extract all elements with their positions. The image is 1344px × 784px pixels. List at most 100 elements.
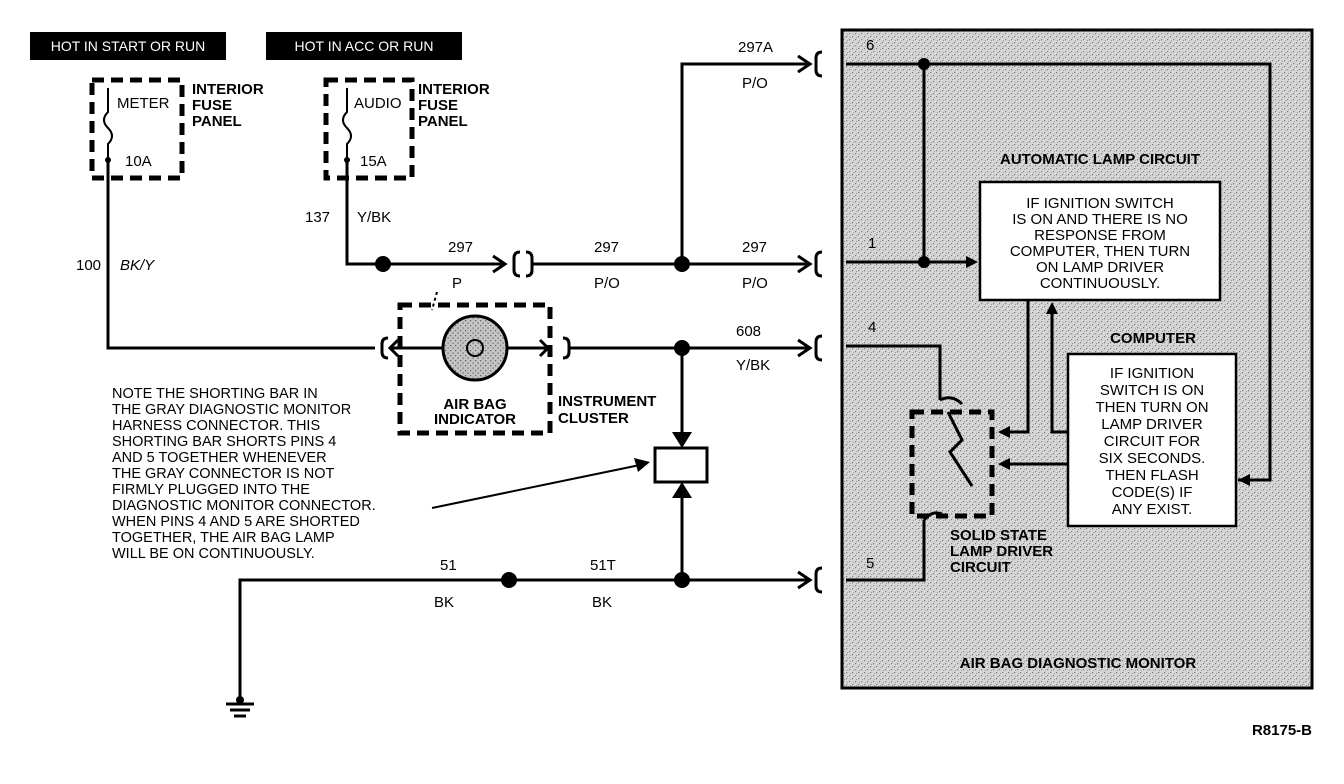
lamp-driver-box (909, 409, 995, 519)
monitor-wire-pin4 (846, 344, 942, 400)
driver-label-2: LAMP DRIVER (950, 543, 1053, 560)
power-tag-acc-run: HOT IN ACC OR RUN (266, 32, 462, 60)
air-bag-indicator: AIR BAG INDICATOR (387, 302, 553, 436)
wire-608: 608 Y/BK (569, 323, 813, 374)
wire-297-mid-circuit: 297 (594, 239, 619, 256)
fuse-panel-label-1-line-1: INTERIOR (192, 81, 264, 98)
note-arrow (431, 458, 650, 509)
wire-608-circuit: 608 (736, 323, 761, 340)
wire-297-mid-color: P/O (594, 275, 620, 292)
wire-297-p-circuit: 297 (448, 239, 473, 256)
pin-6-label: 6 (866, 37, 874, 54)
computer-line-3: THEN TURN ON (1095, 399, 1208, 416)
connector-cluster-right (562, 336, 571, 360)
wire-51-circuit: 51 (440, 557, 457, 574)
auto-lamp-line-4: COMPUTER, THEN TURN (1010, 243, 1190, 260)
auto-lamp-line-6: CONTINUOUSLY. (1040, 275, 1160, 292)
ground-icon (226, 696, 254, 718)
fuse-meter-rating: 10A (125, 153, 152, 170)
splice-51 (501, 572, 517, 588)
splice-51t (674, 572, 690, 588)
wire-137-circuit: 137 (305, 209, 330, 226)
note-line-4: SHORTING BAR SHORTS PINS 4 (112, 434, 336, 450)
computer-title: COMPUTER (1110, 330, 1196, 347)
wire-297-right-circuit: 297 (742, 239, 767, 256)
fuse-panel-label-1: INTERIOR FUSE PANEL (192, 81, 264, 130)
connector-pin5 (814, 566, 823, 594)
note-line-5: AND 5 TOGETHER WHENEVER (112, 450, 327, 466)
wire-100: 100 BK/Y (76, 157, 375, 350)
power-tag-start-run: HOT IN START OR RUN (30, 32, 226, 60)
fuse-panel-label-1-line-3: PANEL (192, 113, 242, 130)
monitor-title: AIR BAG DIAGNOSTIC MONITOR (960, 655, 1197, 672)
wire-297a-color: P/O (742, 75, 768, 92)
monitor-wire-pin5 (846, 520, 926, 582)
wire-297a: 297A P/O (680, 39, 813, 264)
auto-lamp-line-5: ON LAMP DRIVER (1036, 259, 1164, 276)
indicator-leader (431, 291, 438, 311)
pin-5-label: 5 (866, 555, 874, 572)
computer-line-9: ANY EXIST. (1112, 501, 1193, 518)
fuse-panel-label-2-line-3: PANEL (418, 113, 468, 130)
auto-lamp-line-3: RESPONSE FROM (1034, 227, 1166, 244)
fuse-meter-name: METER (117, 95, 170, 112)
monitor-connectors (814, 50, 823, 594)
note-line-1: NOTE THE SHORTING BAR IN (112, 386, 318, 402)
connector-297 (512, 250, 534, 278)
fuse-meter-element (103, 88, 113, 160)
lamp-driver-bottom (922, 511, 943, 521)
lamp-driver-top (939, 396, 964, 406)
connector-pin1 (814, 250, 823, 278)
note-line-10: TOGETHER, THE AIR BAG LAMP (112, 530, 335, 546)
indicator-line-1: AIR BAG (443, 396, 506, 413)
auto-lamp-box (978, 180, 1222, 302)
fuse-panel-label-2-line-1: INTERIOR (418, 81, 490, 98)
lamp-driver-switch-icon (946, 411, 974, 487)
computer-line-6: SIX SECONDS. (1099, 450, 1206, 467)
note-line-8: DIAGNOSTIC MONITOR CONNECTOR. (112, 498, 376, 514)
fuse-panel-label-2: INTERIOR FUSE PANEL (418, 81, 490, 130)
note-line-2: THE GRAY DIAGNOSTIC MONITOR (112, 402, 351, 418)
wire-297-p-color: P (452, 275, 462, 292)
auto-lamp-line-1: IF IGNITION SWITCH (1026, 195, 1174, 212)
fuse-meter: METER 10A (89, 77, 185, 181)
note-line-9: WHEN PINS 4 AND 5 ARE SHORTED (112, 514, 360, 530)
shorting-bar-box (653, 446, 709, 484)
splice-137 (375, 256, 391, 272)
wire-297-po: 297 P/O 297 P/O (532, 239, 813, 292)
wire-51: 51 BK 51T BK (238, 557, 813, 700)
driver-label-1: SOLID STATE (950, 527, 1047, 544)
wire-51-color: BK (434, 594, 454, 611)
monitor-wire-auto-driver (1008, 300, 1030, 434)
shorting-bar (653, 348, 709, 580)
wire-100-color: BK/Y (120, 257, 155, 274)
connector-pin6 (814, 50, 823, 78)
indicator-line-2: INDICATOR (434, 411, 516, 428)
auto-lamp-title: AUTOMATIC LAMP CIRCUIT (1000, 151, 1200, 168)
note-line-11: WILL BE ON CONTINUOUSLY. (112, 546, 315, 562)
computer-line-2: SWITCH IS ON (1100, 382, 1204, 399)
connector-cluster-left (380, 336, 389, 360)
wire-297a-circuit: 297A (738, 39, 773, 56)
note-line-3: HARNESS CONNECTOR. THIS (112, 418, 320, 434)
note-line-6: THE GRAY CONNECTOR IS NOT (112, 466, 334, 482)
fuse-audio-rating: 15A (360, 153, 387, 170)
computer-line-8: CODE(S) IF (1112, 484, 1193, 501)
diagnostic-monitor: 6 1 4 5 AUTOMATIC LAMP CIRCUIT IF IGNITI… (840, 28, 1314, 690)
figure-id: R8175-B (1252, 722, 1312, 739)
driver-label-3: CIRCUIT (950, 559, 1011, 576)
connector-pin4 (814, 334, 823, 362)
computer-line-5: CIRCUIT FOR (1104, 433, 1201, 450)
power-tag-start-run-text: HOT IN START OR RUN (51, 38, 206, 54)
fuse-panel-label-2-line-2: FUSE (418, 97, 458, 114)
computer-line-1: IF IGNITION (1110, 365, 1194, 382)
shorting-bar-note: NOTE THE SHORTING BAR IN THE GRAY DIAGNO… (112, 386, 376, 562)
fuse-audio-name: AUDIO (354, 95, 402, 112)
note-line-7: FIRMLY PLUGGED INTO THE (112, 482, 310, 498)
cluster-label: INSTRUMENT CLUSTER (558, 393, 656, 427)
lamp-bulb-icon (441, 314, 509, 382)
wire-51t-color: BK (592, 594, 612, 611)
wire-51t-circuit: 51T (590, 557, 616, 574)
computer-line-4: LAMP DRIVER (1101, 416, 1203, 433)
